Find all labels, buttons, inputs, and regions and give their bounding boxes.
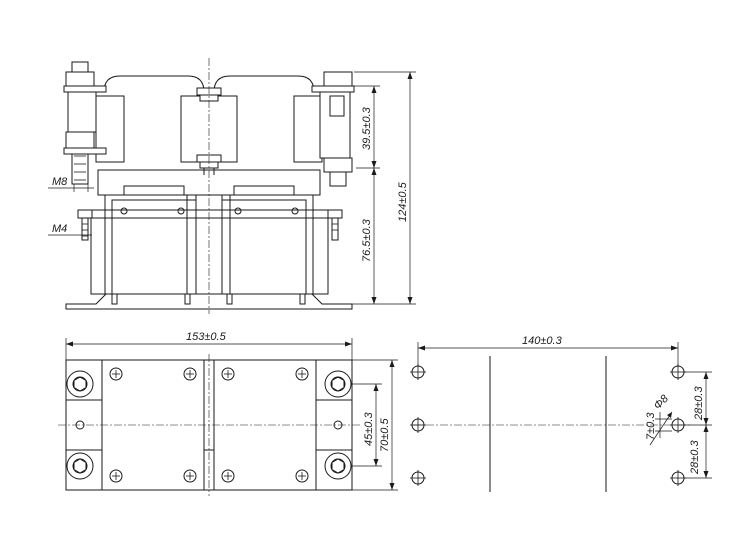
mounting-pattern: 140±0.3 Φ8 7±0.3 28±0.3 28±0.3 xyxy=(410,335,712,492)
base-plate xyxy=(65,293,353,310)
dim-lower-height-label: 76.5±0.3 xyxy=(361,218,373,262)
housing-holes xyxy=(120,207,299,215)
hole-dia-leader xyxy=(649,411,673,446)
mount-holes-right-column xyxy=(670,364,686,486)
cell-screws xyxy=(109,367,309,483)
m8-bolt-left xyxy=(63,61,107,185)
m4-label: M4 xyxy=(52,223,67,235)
dim-mount-spacing: 140±0.3 xyxy=(417,335,679,366)
m8-bolt-right xyxy=(311,71,355,187)
dim-hole-offset-label: 7±0.3 xyxy=(645,412,657,440)
module-housing xyxy=(90,209,329,295)
hole-dia-label: Φ8 xyxy=(652,392,672,412)
dim-length-label: 153±0.5 xyxy=(186,331,227,343)
main-terminal-top-right xyxy=(324,370,352,398)
main-terminal-bottom-right xyxy=(324,452,352,480)
busbar-right xyxy=(213,75,315,175)
m4-screw-right xyxy=(327,209,343,241)
mount-holes-left-column xyxy=(410,364,426,486)
dim-total-height: 124±0.5 xyxy=(354,71,416,305)
dim-inner-width-label: 45±0.3 xyxy=(363,412,375,446)
dim-hole-pitch-bottom-label: 28±0.3 xyxy=(689,440,701,475)
terminal-plate-right xyxy=(293,95,323,163)
main-terminal-top-left xyxy=(66,370,94,398)
dim-width: 70±0.5 xyxy=(352,359,398,491)
dim-total-height-label: 124±0.5 xyxy=(397,181,409,222)
dim-lower-height: 76.5±0.3 xyxy=(352,168,380,305)
bottom-pins xyxy=(111,293,306,305)
m8-label: M8 xyxy=(52,176,68,188)
side-view: M8 M4 39.5±0.3 76.5±0.3 124±0.5 xyxy=(48,58,416,314)
m4-screw-left xyxy=(77,209,93,241)
dim-width-label: 70±0.5 xyxy=(379,418,391,452)
main-terminal-bottom-left xyxy=(66,452,94,480)
dim-upper-height-label: 39.5±0.3 xyxy=(361,106,373,150)
busbar-left xyxy=(103,75,205,175)
dim-inner-width: 45±0.3 xyxy=(352,383,382,467)
top-view: 153±0.5 45±0.3 70±0.5 xyxy=(58,331,398,496)
dim-mount-spacing-label: 140±0.3 xyxy=(522,335,563,347)
dim-hole-pitch: 28±0.3 28±0.3 xyxy=(684,371,712,479)
dim-hole-pitch-top-label: 28±0.3 xyxy=(693,386,705,421)
dim-upper-height: 39.5±0.3 xyxy=(346,85,380,169)
dim-hole-offset: 7±0.3 xyxy=(645,412,672,440)
dim-length: 153±0.5 xyxy=(65,331,353,360)
